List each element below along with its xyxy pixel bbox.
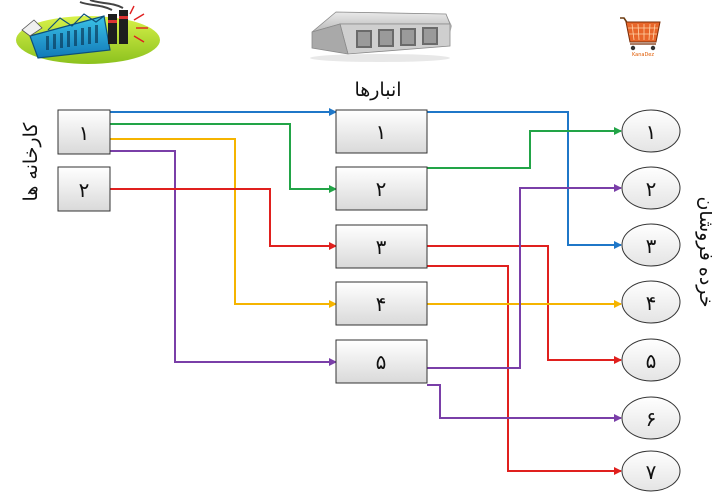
flow-lines bbox=[110, 108, 622, 475]
retailers-title: خرده فروشان bbox=[695, 196, 712, 307]
warehouse-node-2[interactable]: ۲ bbox=[335, 166, 428, 211]
warehouse-node-label: ۲ bbox=[376, 177, 387, 201]
factory-node-label: ۲ bbox=[79, 178, 90, 202]
retailer-node-label: ۵ bbox=[646, 349, 657, 373]
flow-arrow-f1-to-w2 bbox=[110, 123, 337, 193]
retailer-node-4[interactable]: ۴ bbox=[621, 280, 681, 324]
warehouse-building-icon bbox=[310, 11, 452, 62]
retailer-node-1[interactable]: ۱ bbox=[621, 109, 681, 153]
retailer-node-label: ۲ bbox=[646, 177, 657, 201]
retailer-node-7[interactable]: ۷ bbox=[621, 450, 681, 492]
factory-node-label: ۱ bbox=[79, 121, 90, 145]
retailer-node-label: ۶ bbox=[646, 407, 657, 431]
warehouse-node-label: ۴ bbox=[376, 292, 387, 316]
warehouse-node-label: ۵ bbox=[376, 350, 387, 374]
flow-arrow-f1-to-w5 bbox=[110, 150, 337, 366]
flow-arrow-w1-to-r3 bbox=[427, 111, 622, 249]
retailer-node-6[interactable]: ۶ bbox=[621, 396, 681, 440]
warehouse-node-label: ۳ bbox=[376, 235, 387, 259]
retailer-node-label: ۷ bbox=[646, 460, 657, 484]
warehouse-node-4[interactable]: ۴ bbox=[335, 281, 428, 326]
warehouse-node-5[interactable]: ۵ bbox=[335, 339, 428, 384]
flow-arrow-w5-to-r6 bbox=[427, 384, 622, 422]
cart-brand-text: KanaDez bbox=[632, 52, 654, 58]
factory-node-2[interactable]: ۲ bbox=[57, 166, 111, 212]
flow-arrow-w2-to-r1 bbox=[427, 127, 622, 169]
retailer-node-label: ۴ bbox=[646, 291, 657, 315]
retailer-node-label: ۱ bbox=[646, 120, 657, 144]
retailer-node-label: ۳ bbox=[646, 234, 657, 258]
warehouse-node-1[interactable]: ۱ bbox=[335, 109, 428, 154]
factories-title: کارخانه ها bbox=[20, 122, 42, 202]
factory-icon bbox=[16, 0, 160, 64]
flow-arrow-f2-to-w3 bbox=[110, 188, 337, 250]
retailer-node-3[interactable]: ۳ bbox=[621, 223, 681, 267]
factory-node-1[interactable]: ۱ bbox=[57, 109, 111, 155]
warehouse-node-3[interactable]: ۳ bbox=[335, 224, 428, 269]
retailer-node-5[interactable]: ۵ bbox=[621, 338, 681, 382]
flow-arrow-f1-to-w4 bbox=[110, 138, 337, 308]
warehouses-title: انبارها bbox=[354, 79, 401, 101]
shopping-cart-icon: KanaDez bbox=[620, 17, 661, 58]
flow-arrow-w5-to-r2 bbox=[427, 184, 622, 369]
warehouse-node-label: ۱ bbox=[376, 120, 387, 144]
retailer-node-2[interactable]: ۲ bbox=[621, 166, 681, 210]
